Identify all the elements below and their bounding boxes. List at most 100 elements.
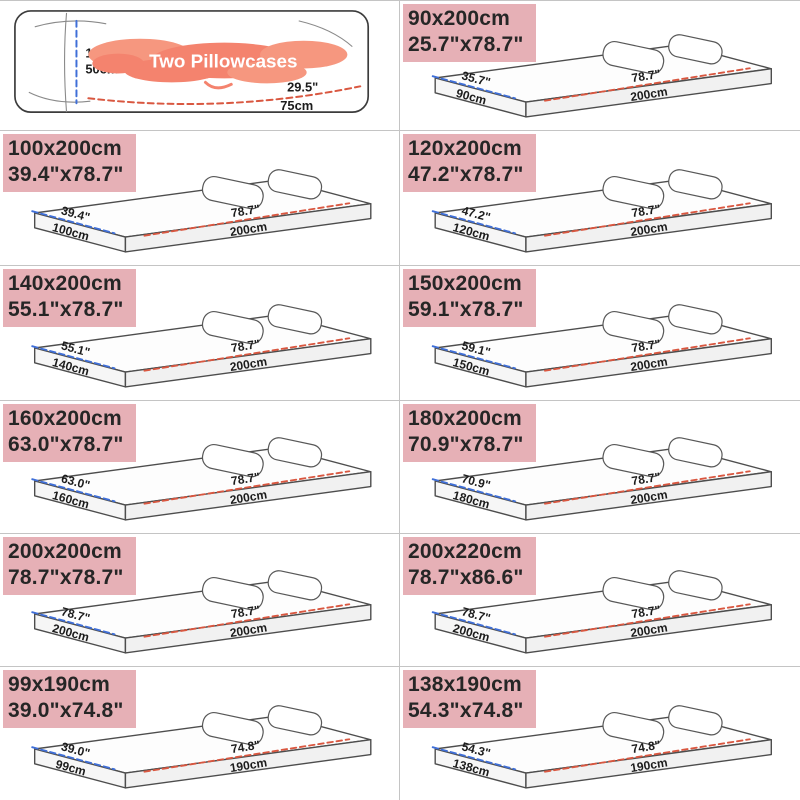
size-label: 138x190cm 54.3"x74.8": [403, 670, 536, 728]
length-cm-text: 200cm: [229, 487, 268, 507]
size-label: 100x200cm 39.4"x78.7": [3, 134, 136, 192]
size-inch-text: 25.7"x78.7": [408, 33, 524, 56]
flourish-swash: [203, 80, 233, 90]
mattress-illustration: 54.3" 138cm 74.8" 190cm: [431, 705, 772, 789]
pillow-icon: [267, 437, 323, 468]
length-inches-text: 78.7": [230, 603, 261, 621]
length-dimension: 78.7" 200cm: [544, 337, 751, 374]
mattress-illustration: 39.0" 99cm 74.8" 190cm: [31, 705, 372, 789]
length-inches-text: 78.7": [631, 67, 662, 85]
width-dimension-line: [431, 210, 516, 235]
length-inches-text: 78.7": [631, 603, 662, 621]
length-inches-text: 78.7": [631, 470, 662, 488]
pillow-icon: [267, 169, 323, 200]
size-cm-text: 150x200cm: [408, 272, 522, 295]
pillow-icon: [267, 705, 323, 736]
length-dimension: 78.7" 200cm: [143, 603, 351, 640]
size-cell: 100x200cm 39.4"x78.7" 39.4" 100cm 78.7" …: [0, 131, 400, 266]
length-dimension-line: [143, 738, 351, 773]
brand-splash: Two Pillowcases: [88, 38, 348, 90]
width-dimension-line: [31, 345, 116, 370]
length-inches-text: 78.7": [631, 202, 662, 220]
size-inch-text: 59.1"x78.7": [408, 298, 524, 321]
size-inch-text: 70.9"x78.7": [408, 433, 524, 456]
size-label: 99x190cm 39.0"x74.8": [3, 670, 136, 728]
pillow-icon: [602, 443, 665, 478]
mattress-front-face: [525, 471, 772, 521]
mattress-front-face: [525, 68, 772, 118]
length-dimension-line: [544, 738, 751, 773]
mattress-front-face: [124, 739, 372, 789]
length-dimension: 74.8" 190cm: [544, 738, 751, 775]
size-cell: 180x200cm 70.9"x78.7" 70.9" 180cm 78.7" …: [400, 401, 800, 534]
size-label: 120x200cm 47.2"x78.7": [403, 134, 536, 192]
pillow-icon: [602, 175, 665, 210]
size-cell: 99x190cm 39.0"x74.8" 39.0" 99cm 74.8" 19…: [0, 667, 400, 800]
length-dimension: 78.7" 200cm: [544, 603, 751, 640]
pillow-icon: [668, 570, 723, 601]
length-dimension-line: [143, 470, 351, 505]
length-inches-text: 74.8": [631, 738, 662, 756]
length-cm-text: 200cm: [629, 219, 668, 239]
pillow-icon: [668, 304, 723, 335]
pillow-icon: [602, 40, 665, 75]
mattress-illustration: 70.9" 180cm 78.7" 200cm: [431, 437, 772, 521]
pillows: [201, 169, 323, 210]
length-dimension-line: [544, 470, 751, 505]
mattress-front-face: [525, 604, 772, 654]
pillow-icon: [602, 576, 665, 611]
length-dimension: 78.7" 200cm: [544, 470, 751, 507]
brand-title: Two Pillowcases: [149, 50, 297, 71]
width-dimension-line: [31, 611, 116, 636]
mattress-front-face: [124, 203, 372, 253]
size-label: 90x200cm 25.7"x78.7": [403, 4, 536, 62]
pillows: [602, 169, 723, 210]
wrinkle-line: [28, 91, 91, 103]
pillow-icon: [602, 711, 665, 746]
pillow-icon: [602, 310, 665, 345]
mattress-front-face: [525, 203, 772, 253]
length-cm-text: 200cm: [229, 620, 268, 640]
size-cell: 120x200cm 47.2"x78.7" 47.2" 120cm 78.7" …: [400, 131, 800, 266]
size-inch-text: 63.0"x78.7": [8, 433, 124, 456]
pillows: [201, 437, 323, 478]
mattress-illustration: 55.1" 140cm 78.7" 200cm: [31, 304, 372, 388]
length-cm-text: 190cm: [229, 755, 268, 775]
length-dimension-line: [544, 202, 751, 237]
size-cm-text: 99x190cm: [8, 673, 111, 696]
width-dimension-line: [431, 345, 516, 370]
size-inch-text: 78.7"x86.6": [408, 566, 524, 589]
mattress-front-face: [525, 338, 772, 388]
length-inches-text: 78.7": [230, 202, 261, 220]
size-cm-text: 180x200cm: [408, 407, 522, 430]
size-label: 200x220cm 78.7"x86.6": [403, 537, 536, 595]
length-dimension-line: [544, 603, 751, 638]
width-dimension-line: [87, 85, 362, 106]
pillows: [201, 570, 323, 611]
size-cell: 140x200cm 55.1"x78.7" 55.1" 140cm 78.7" …: [0, 266, 400, 401]
size-cm-text: 90x200cm: [408, 7, 511, 30]
size-label: 150x200cm 59.1"x78.7": [403, 269, 536, 327]
size-label: 140x200cm 55.1"x78.7": [3, 269, 136, 327]
pillow-icon: [668, 437, 723, 468]
length-dimension-line: [143, 202, 351, 237]
pillowcase-width-inches: 29.5": [287, 79, 318, 94]
size-cell: 138x190cm 54.3"x74.8" 54.3" 138cm 74.8" …: [400, 667, 800, 800]
pillow-icon: [201, 576, 264, 611]
width-dimension-line: [431, 75, 516, 100]
length-dimension: 78.7" 200cm: [143, 202, 351, 239]
length-dimension-line: [143, 603, 351, 638]
mattress-front-face: [124, 471, 372, 521]
pillow-icon: [668, 34, 723, 65]
pillows: [602, 437, 723, 478]
length-inches-text: 78.7": [631, 337, 662, 355]
length-cm-text: 200cm: [229, 354, 268, 374]
size-cm-text: 120x200cm: [408, 137, 522, 160]
length-dimension: 78.7" 200cm: [544, 67, 751, 104]
pillowcase-width-cm: 75cm: [280, 98, 313, 113]
size-cm-text: 200x220cm: [408, 540, 522, 563]
pillow-icon: [201, 711, 264, 746]
length-dimension-line: [544, 337, 751, 372]
size-inch-text: 47.2"x78.7": [408, 163, 524, 186]
size-cell: 150x200cm 59.1"x78.7" 59.1" 150cm 78.7" …: [400, 266, 800, 401]
